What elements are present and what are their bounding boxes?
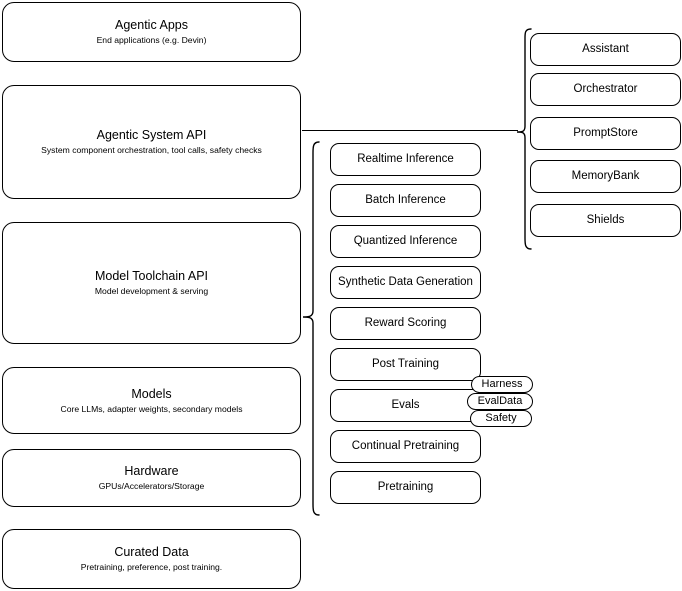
layer-title: Agentic System API <box>96 128 207 142</box>
component-shields[interactable]: Shields <box>530 204 681 237</box>
badge-harness[interactable]: Harness <box>471 376 533 393</box>
component-label: Orchestrator <box>573 83 638 95</box>
component-quantized-inference[interactable]: Quantized Inference <box>330 225 481 258</box>
badge-label: Safety <box>485 412 517 424</box>
component-synthetic-data-generation[interactable]: Synthetic Data Generation <box>330 266 481 299</box>
brace-system-components <box>516 28 532 250</box>
layer-title: Models <box>131 386 172 401</box>
component-memorybank[interactable]: MemoryBank <box>530 160 681 193</box>
layer-subtitle: Core LLMs, adapter weights, secondary mo… <box>60 403 243 414</box>
layer-title: Agentic Apps <box>115 18 188 32</box>
component-label: Shields <box>586 214 625 226</box>
component-label: Post Training <box>371 358 440 370</box>
layer-subtitle: Model development & serving <box>94 286 209 296</box>
connector-line-system-api <box>302 130 518 131</box>
layer-curated-data[interactable]: Curated Data Pretraining, preference, po… <box>2 529 301 589</box>
brace-shape <box>302 141 320 516</box>
layer-subtitle: Pretraining, preference, post training. <box>80 562 223 572</box>
component-label: Quantized Inference <box>353 235 458 247</box>
component-post-training[interactable]: Post Training <box>330 348 481 381</box>
component-label: MemoryBank <box>571 170 640 182</box>
layer-subtitle: GPUs/Accelerators/Storage <box>98 481 205 491</box>
component-evals[interactable]: Evals <box>330 389 481 422</box>
component-continual-pretraining[interactable]: Continual Pretraining <box>330 430 481 463</box>
layer-hardware[interactable]: Hardware GPUs/Accelerators/Storage <box>2 449 301 507</box>
layer-subtitle: End applications (e.g. Devin) <box>96 35 207 45</box>
component-label: Evals <box>391 399 420 411</box>
layer-subtitle: System component orchestration, tool cal… <box>41 145 262 155</box>
badge-label: EvalData <box>477 395 523 407</box>
component-label: Assistant <box>582 43 629 55</box>
component-label: Synthetic Data Generation <box>338 276 473 288</box>
layer-title: Curated Data <box>114 545 189 559</box>
layer-title: Hardware <box>124 464 179 478</box>
component-label: Reward Scoring <box>364 317 447 329</box>
component-pretraining[interactable]: Pretraining <box>330 471 481 504</box>
component-promptstore[interactable]: PromptStore <box>530 117 681 150</box>
layer-models[interactable]: Models Core LLMs, adapter weights, secon… <box>2 367 301 434</box>
brace-shape <box>516 28 532 250</box>
component-label: PromptStore <box>573 127 638 139</box>
component-label: Realtime Inference <box>357 153 454 165</box>
component-label: Continual Pretraining <box>351 440 460 452</box>
component-assistant[interactable]: Assistant <box>530 33 681 66</box>
badge-safety[interactable]: Safety <box>470 410 532 427</box>
component-label: Batch Inference <box>365 194 446 206</box>
badge-label: Harness <box>481 378 523 390</box>
layer-model-toolchain-api[interactable]: Model Toolchain API Model development & … <box>2 222 301 344</box>
component-reward-scoring[interactable]: Reward Scoring <box>330 307 481 340</box>
badge-evaldata[interactable]: EvalData <box>467 393 533 410</box>
component-orchestrator[interactable]: Orchestrator <box>530 73 681 106</box>
layer-agentic-system-api[interactable]: Agentic System API System component orch… <box>2 85 301 199</box>
component-realtime-inference[interactable]: Realtime Inference <box>330 143 481 176</box>
component-label: Pretraining <box>377 481 434 493</box>
component-batch-inference[interactable]: Batch Inference <box>330 184 481 217</box>
layer-title: Model Toolchain API <box>94 269 209 283</box>
layer-agentic-apps[interactable]: Agentic Apps End applications (e.g. Devi… <box>2 2 301 62</box>
brace-toolchain-components <box>302 141 320 517</box>
